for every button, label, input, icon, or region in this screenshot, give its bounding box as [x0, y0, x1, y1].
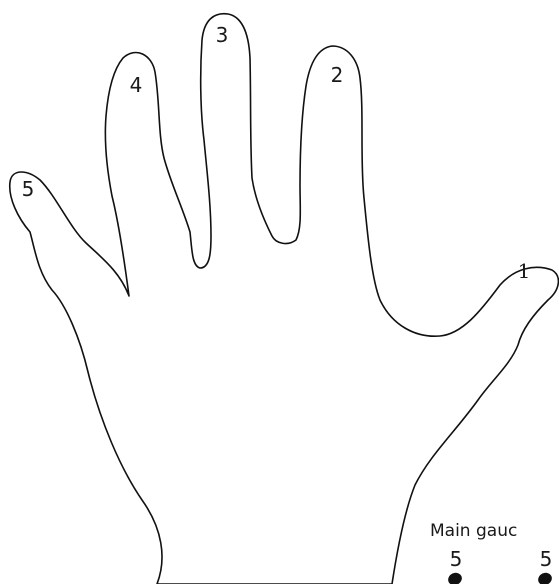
bottom-label-2: 5	[540, 547, 553, 571]
finger-label-thumb: 1	[518, 259, 531, 283]
finger-label-ring: 4	[130, 73, 143, 97]
finger-label-little: 5	[22, 177, 35, 201]
bottom-label-1: 5	[450, 547, 463, 571]
finger-label-middle: 3	[216, 23, 229, 47]
fingertip-dot-2	[536, 571, 554, 584]
finger-label-index: 2	[331, 63, 344, 87]
fingertip-dot-1	[446, 571, 464, 584]
caption: Main gauc	[430, 521, 517, 541]
hand-shape	[10, 14, 559, 584]
